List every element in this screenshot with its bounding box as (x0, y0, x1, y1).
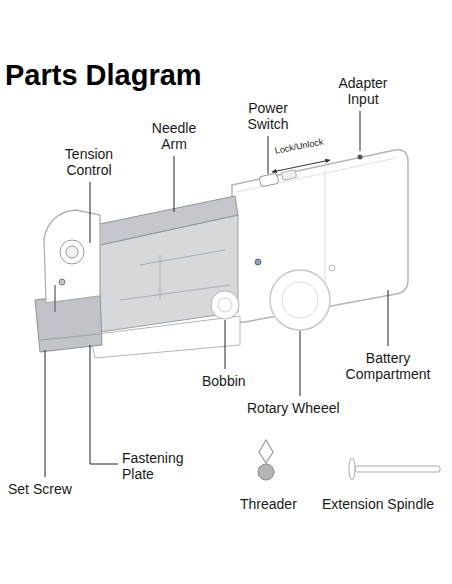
leader-line (45, 350, 46, 477)
part-label: Extension Spindle (322, 496, 434, 512)
part-label: Needle Arm (146, 120, 202, 152)
leader-line (90, 345, 118, 464)
housing-hole (329, 265, 335, 271)
bobbin (211, 291, 239, 319)
part-label: Set Screw (8, 481, 72, 497)
spindle-disk (349, 458, 355, 480)
leader-line (300, 331, 301, 396)
rotary-wheel-hub (282, 282, 318, 318)
part-label: Threader (240, 496, 297, 512)
leader-line (388, 290, 389, 346)
part-label: Lock/Unlock (274, 137, 324, 157)
leader-line (90, 182, 91, 243)
needle-arm (95, 196, 238, 245)
part-label: Battery Compartment (336, 350, 440, 382)
title: Parts Dlagram (5, 58, 202, 92)
tension-knob-center (66, 246, 78, 258)
part-label: Tension Control (56, 146, 122, 178)
leader-line (174, 156, 175, 212)
adapter-socket (358, 155, 363, 160)
front-cover (44, 210, 100, 303)
part-label: Power Switch (238, 100, 298, 132)
plate-edge (40, 334, 100, 340)
lower-frame (90, 316, 240, 358)
part-label: Rotary Wheeel (247, 400, 340, 416)
fastening-plate (35, 292, 102, 352)
lock-arrow (272, 160, 330, 172)
switch-slot (281, 170, 296, 181)
part-label: Fastening Plate (122, 450, 198, 482)
leader-line (225, 320, 226, 369)
bobbin-core (218, 298, 232, 312)
housing-edge (236, 158, 396, 192)
leader-line (360, 111, 361, 151)
rotary-wheel (270, 270, 330, 330)
power-switch (259, 173, 279, 187)
threader-wire (259, 440, 273, 463)
mechanism-lines (120, 250, 230, 300)
spindle-rod (355, 466, 440, 472)
threader-handle (258, 464, 274, 480)
set-screw (59, 279, 65, 285)
housing-screw (255, 259, 261, 265)
part-label: Adapter Input (328, 75, 398, 107)
part-label: Bobbin (202, 373, 246, 389)
leader-line (268, 136, 269, 174)
needle (54, 285, 56, 312)
tension-knob (60, 240, 84, 264)
